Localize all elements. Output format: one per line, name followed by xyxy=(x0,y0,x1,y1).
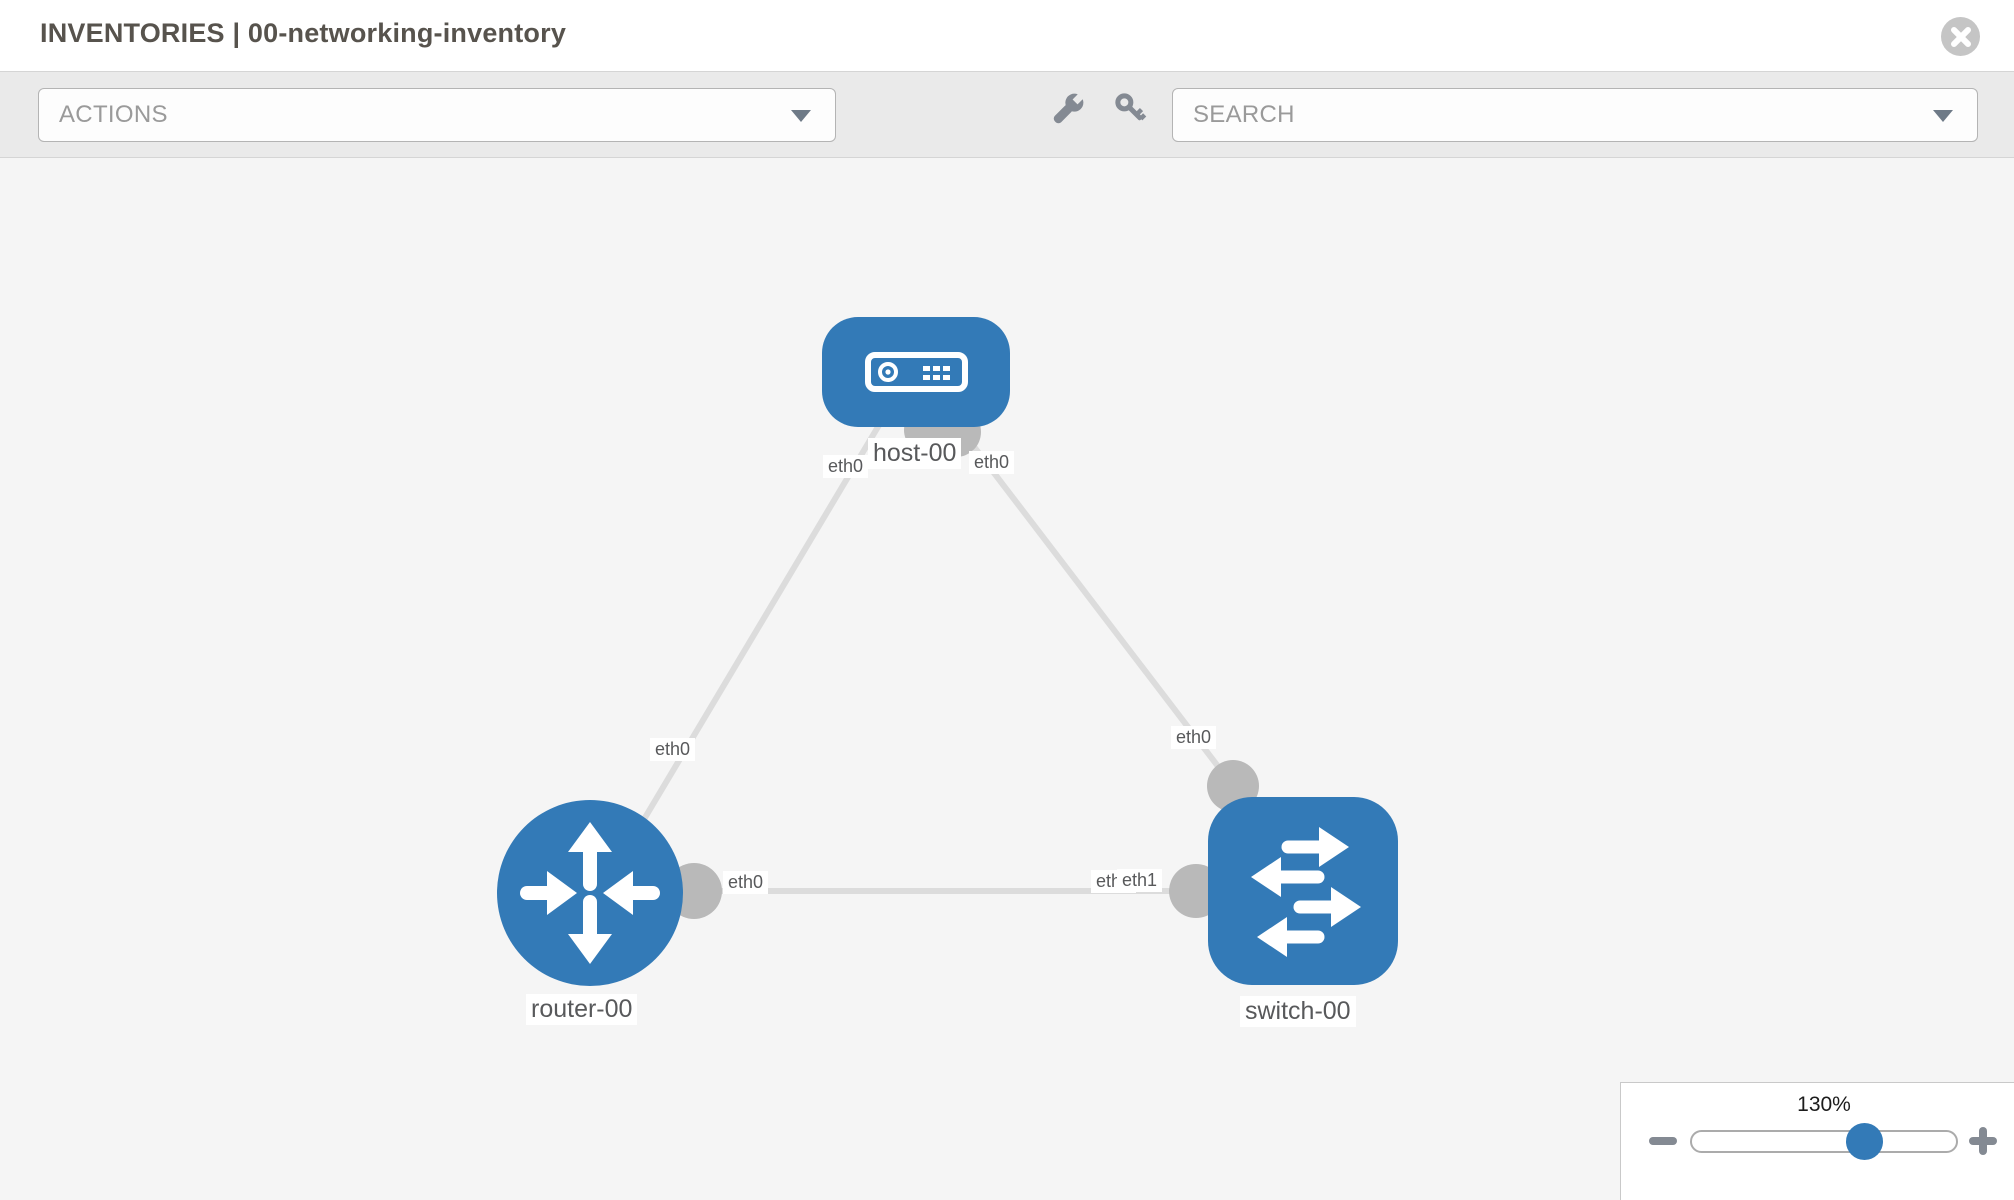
page-title: INVENTORIES | 00-networking-inventory xyxy=(40,18,567,48)
interface-label-router-eth0-mid: eth0 xyxy=(723,871,769,894)
topology-canvas[interactable]: host-00 router-00 switch-00 eth0 eth0 et… xyxy=(0,158,2014,1200)
switch-icon xyxy=(1251,827,1361,957)
node-switch-00[interactable] xyxy=(1208,797,1398,985)
interface-label-switch-eth1-mid: eth1 xyxy=(1117,869,1163,892)
interface-label-host-eth0-right: eth0 xyxy=(969,451,1015,474)
close-button[interactable] xyxy=(1941,17,1980,56)
actions-dropdown-label: ACTIONS xyxy=(59,101,168,128)
zoom-in-button plus-icon[interactable] xyxy=(1969,1127,1997,1155)
node-router-00[interactable] xyxy=(497,800,683,986)
node-host-00[interactable] xyxy=(822,317,1010,427)
wrench-icon xyxy=(1053,91,1086,124)
interface-label-host-eth0-left: eth0 xyxy=(823,455,869,478)
tools-button[interactable] xyxy=(1046,86,1090,130)
search-placeholder: SEARCH xyxy=(1193,101,1295,128)
zoom-control-panel: 130% xyxy=(1620,1082,2014,1200)
zoom-slider-thumb[interactable] xyxy=(1846,1123,1883,1160)
close-icon xyxy=(1950,26,1971,47)
key-button[interactable] xyxy=(1108,86,1152,130)
host-icon xyxy=(865,352,968,392)
zoom-out-button minus-icon[interactable] xyxy=(1649,1137,1677,1145)
node-label-router[interactable]: router-00 xyxy=(526,994,638,1025)
header: INVENTORIES | 00-networking-inventory xyxy=(0,0,2014,71)
router-icon xyxy=(520,822,660,964)
interface-label-switch-eth0-top: eth0 xyxy=(1171,726,1217,749)
zoom-level-value: 130% xyxy=(1797,1093,1851,1116)
interface-label-router-eth0-top: eth0 xyxy=(650,738,696,761)
zoom-slider[interactable] xyxy=(1690,1123,1958,1160)
chevron-down-icon xyxy=(1933,110,1953,122)
topology-links-layer xyxy=(637,406,1259,919)
key-icon xyxy=(1115,93,1147,121)
node-label-switch[interactable]: switch-00 xyxy=(1240,996,1356,1027)
chevron-down-icon xyxy=(791,110,811,122)
actions-dropdown[interactable]: ACTIONS xyxy=(38,88,836,142)
toolbar: ACTIONS SEARCH xyxy=(0,71,2014,158)
node-label-host[interactable]: host-00 xyxy=(868,438,962,469)
search-dropdown[interactable]: SEARCH xyxy=(1172,88,1978,142)
